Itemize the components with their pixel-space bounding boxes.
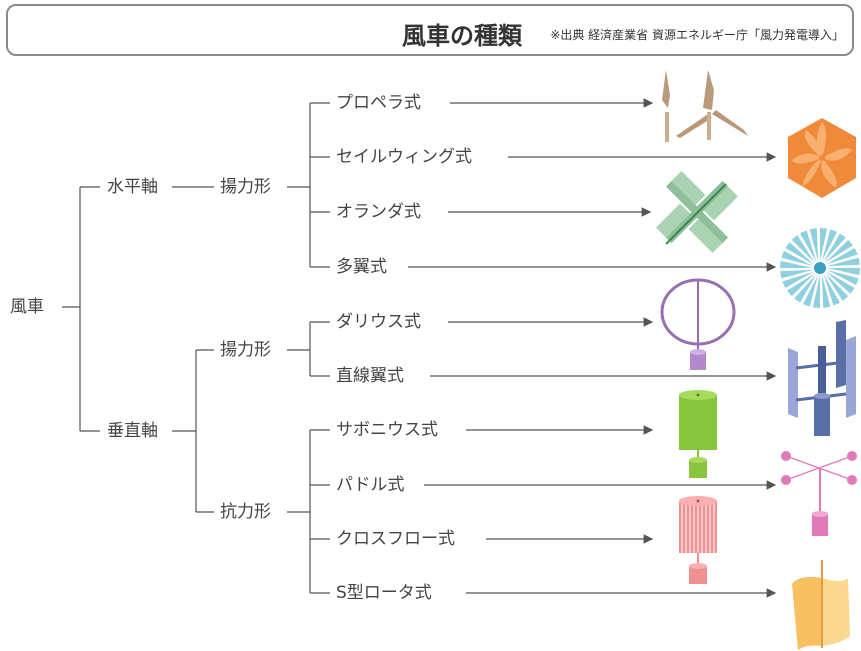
tree-connectors xyxy=(62,102,330,594)
drag-type-vertical-label: 抗力形 xyxy=(220,502,271,522)
multiblade-blade xyxy=(820,228,828,261)
page-title: 風車の種類 xyxy=(402,22,522,50)
type-crossflow-label: クロスフロー式 xyxy=(336,529,455,549)
multiblade-blade xyxy=(809,228,819,262)
multiblade-blade xyxy=(826,257,860,267)
root-label: 風車 xyxy=(10,297,44,317)
multiblade-blade xyxy=(787,272,816,297)
type-multiblade-label: 多翼式 xyxy=(336,257,387,277)
multiblade-blade xyxy=(827,268,860,276)
multiblade-blade xyxy=(823,274,840,306)
multiblade-blade xyxy=(812,275,820,308)
propeller-turbine-icon xyxy=(662,70,748,142)
dutch-windmill-icon xyxy=(655,170,739,254)
multiblade-blade xyxy=(802,274,819,307)
savonius-turbine-icon xyxy=(679,390,717,478)
type-darrieus-label: ダリウス式 xyxy=(336,312,421,332)
multiblade-turbine-icon xyxy=(778,226,861,310)
type-paddle-label: パドル式 xyxy=(336,475,405,495)
multiblade-blade xyxy=(785,242,814,265)
type-sailwing-label: セイルウィング式 xyxy=(336,147,472,167)
multiblade-blade xyxy=(780,269,814,279)
multiblade-blade xyxy=(824,239,853,264)
title-box: 風車の種類 ※出典 経済産業省 資源エネルギー庁「風力発電導入」 xyxy=(6,4,854,56)
multiblade-blade xyxy=(821,229,838,262)
multiblade-blade xyxy=(823,233,846,262)
type-propeller-label: プロペラ式 xyxy=(336,93,421,113)
crossflow-turbine-icon xyxy=(679,496,717,584)
lift-type-vertical-label: 揚力形 xyxy=(220,340,271,360)
s-rotor-turbine-icon xyxy=(792,560,850,650)
source-note: ※出典 経済産業省 資源エネルギー庁「風力発電導入」 xyxy=(550,28,844,42)
straight-wing-turbine-icon xyxy=(788,320,856,436)
arrows xyxy=(408,98,777,598)
multiblade-blade xyxy=(781,250,814,267)
type-s-rotor-label: S型ロータ式 xyxy=(336,583,432,603)
multiblade-blade xyxy=(821,274,831,308)
darrieus-turbine-icon xyxy=(660,278,736,370)
multiblade-blade xyxy=(826,271,855,294)
lift-type-horizontal-label: 揚力形 xyxy=(220,177,271,197)
multiblade-blade xyxy=(826,248,858,265)
sailwing-turbine-icon xyxy=(788,118,856,198)
paddle-turbine-icon xyxy=(781,451,857,536)
multiblade-blade xyxy=(791,235,816,264)
multiblade-blade xyxy=(800,230,817,262)
type-straight-wing-label: 直線翼式 xyxy=(336,366,404,386)
multiblade-blade xyxy=(826,269,859,286)
horizontal-axis-label: 水平軸 xyxy=(107,177,158,197)
multiblade-blade xyxy=(824,272,849,301)
vertical-axis-label: 垂直軸 xyxy=(107,421,158,441)
multiblade-blade xyxy=(794,274,817,303)
multiblade-blade xyxy=(782,271,814,288)
multiblade-blade xyxy=(780,260,813,268)
type-dutch-label: オランダ式 xyxy=(336,202,421,222)
type-savonius-label: サボニウス式 xyxy=(336,420,438,440)
